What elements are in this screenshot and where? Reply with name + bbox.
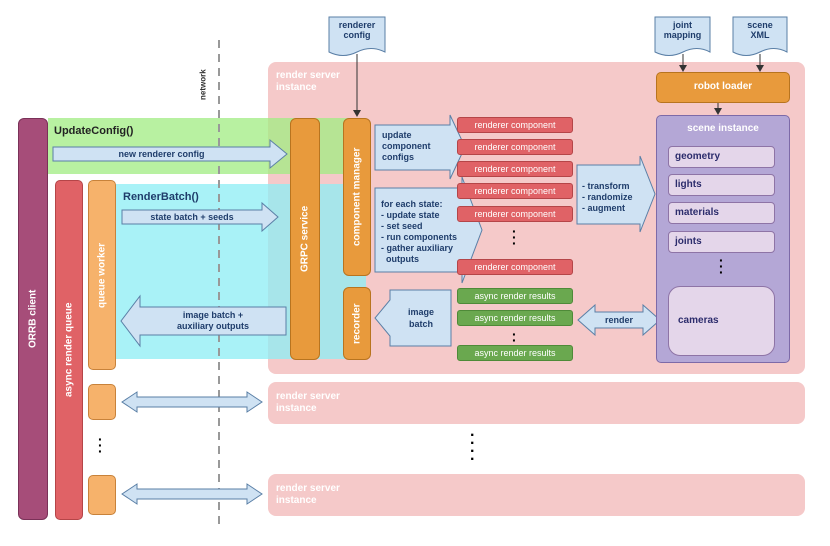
scene-items-ellipsis: ··· — [719, 252, 724, 280]
state-batch-arrow — [121, 201, 279, 233]
update-component-configs-text: update component configs — [382, 130, 431, 162]
render-server-instance-2 — [268, 382, 805, 424]
orrb-client-box — [18, 118, 48, 520]
image-batch-arrow — [120, 294, 287, 348]
queue-slot-2 — [88, 384, 116, 420]
scene-xml-text: scene XML — [747, 20, 773, 40]
renderer-config-doc — [328, 16, 386, 56]
transform-callout — [576, 155, 656, 233]
render-server-title-2: render server instance — [276, 391, 340, 414]
render-batch-label: RenderBatch() — [123, 191, 199, 203]
for-each-state-text: for each state: - update state - set see… — [381, 199, 457, 264]
update-config-label: UpdateConfig() — [54, 125, 134, 137]
renderer-component-2: renderer component — [457, 139, 573, 155]
render-server-title: render server instance — [276, 70, 340, 93]
render-text: render — [604, 315, 633, 325]
scene-item-materials: materials — [668, 202, 775, 224]
queue-slot-3 — [88, 475, 116, 515]
scene-item-cameras-label: cameras — [678, 315, 719, 326]
renderer-component-5: renderer component — [457, 206, 573, 222]
renderer-config-text: renderer config — [338, 20, 376, 40]
grpc-service-box — [290, 118, 320, 360]
instance-3-arrow — [121, 483, 263, 505]
scene-xml-doc — [732, 16, 788, 56]
scene-item-geometry: geometry — [668, 146, 775, 168]
renderer-component-1: renderer component — [457, 117, 573, 133]
image-batch-auxiliary-text: image batch + auxiliary outputs — [176, 310, 249, 331]
queue-ellipsis: ··· — [98, 431, 103, 459]
image-batch-text: image batch — [407, 307, 434, 329]
async-render-queue-box — [55, 180, 83, 520]
scene-instance-title: scene instance — [687, 123, 759, 134]
image-batch-callout — [374, 289, 452, 347]
async-render-result-3: async render results — [457, 345, 573, 361]
robot-loader-box — [656, 72, 790, 103]
async-render-result-ellipsis: ·· — [512, 326, 517, 348]
instance-2-arrow — [121, 391, 263, 413]
instances-ellipsis: ···· — [470, 427, 476, 468]
queue-worker-box — [88, 180, 116, 370]
scene-item-lights: lights — [668, 174, 775, 196]
new-renderer-config-arrow — [52, 138, 288, 170]
renderer-component-ellipsis: ··· — [512, 223, 517, 251]
state-batch-seeds-text: state batch + seeds — [150, 212, 234, 222]
render-server-instance-3 — [268, 474, 805, 516]
new-renderer-config-text: new renderer config — [118, 149, 205, 159]
transform-steps-text: - transform - randomize - augment — [582, 181, 633, 213]
renderer-component-6: renderer component — [457, 259, 573, 275]
renderer-component-4: renderer component — [457, 183, 573, 199]
component-manager-box — [343, 118, 371, 276]
scene-item-cameras — [668, 286, 775, 356]
joint-mapping-doc — [654, 16, 711, 56]
render-server-title-3: render server instance — [276, 483, 340, 506]
async-render-result-2: async render results — [457, 310, 573, 326]
async-render-result-1: async render results — [457, 288, 573, 304]
joint-mapping-text: joint mapping — [663, 20, 702, 40]
recorder-box — [343, 287, 371, 360]
scene-item-joints: joints — [668, 231, 775, 253]
robot-loader-label: robot loader — [693, 81, 753, 92]
renderer-component-3: renderer component — [457, 161, 573, 177]
